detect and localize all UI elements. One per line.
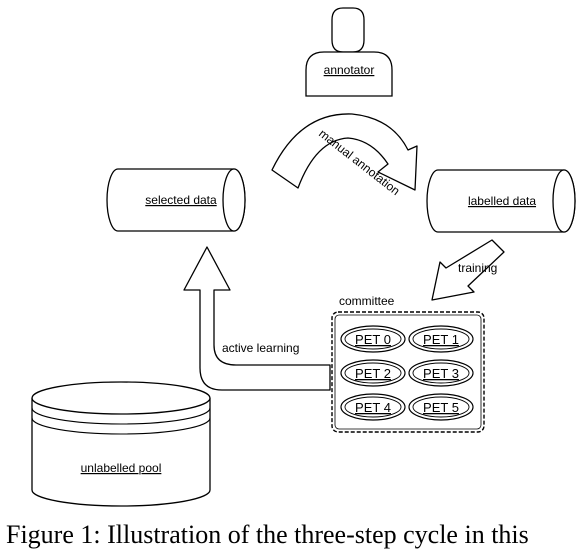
active-learning-label: active learning — [222, 341, 299, 355]
training-arrow: training — [431, 239, 505, 301]
committee-node: committee PET 0 PET 1 PET 2 PET 3 PET 4 — [331, 294, 485, 433]
pet-label: PET 4 — [355, 400, 391, 415]
committee-label: committee — [339, 294, 395, 308]
pet-member: PET 2 — [340, 359, 406, 387]
annotator-node: annotator — [305, 7, 393, 97]
unlabelled-pool-node: unlabelled pool — [31, 381, 211, 507]
pet-label: PET 5 — [423, 400, 459, 415]
pet-member: PET 5 — [408, 393, 474, 421]
unlabelled-pool-label: unlabelled pool — [81, 461, 162, 475]
selected-data-node: selected data — [106, 168, 246, 232]
pet-member: PET 1 — [408, 325, 474, 353]
person-body — [305, 51, 393, 97]
pet-member: PET 4 — [340, 393, 406, 421]
labelled-data-node: labelled data — [426, 169, 576, 233]
active-learning-arrow: active learning — [183, 246, 331, 391]
pet-label: PET 2 — [355, 366, 391, 381]
figure-caption: Figure 1: Illustration of the three-step… — [6, 520, 529, 549]
pet-member: PET 0 — [340, 325, 406, 353]
pet-label: PET 0 — [355, 332, 391, 347]
pet-label: PET 3 — [423, 366, 459, 381]
manual-annotation-arrow: manual annotation — [271, 113, 418, 198]
training-label: training — [458, 261, 497, 275]
pet-label: PET 1 — [423, 332, 459, 347]
labelled-data-label: labelled data — [468, 194, 536, 208]
person-icon — [331, 7, 365, 53]
annotator-label: annotator — [324, 63, 375, 77]
pet-member: PET 3 — [408, 359, 474, 387]
selected-data-label: selected data — [145, 193, 217, 207]
